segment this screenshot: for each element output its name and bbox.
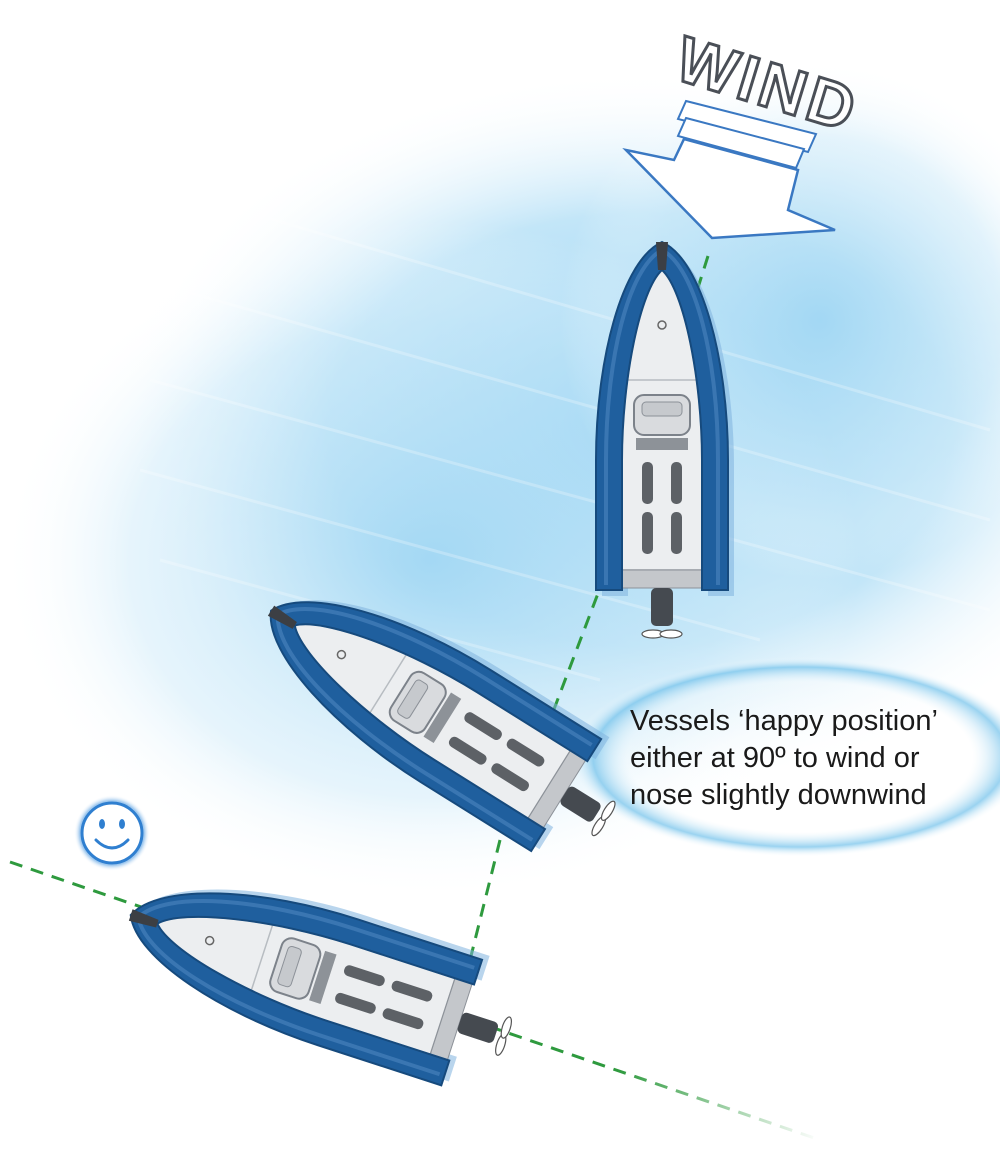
smiley-face-icon [74,795,150,871]
caption: Vessels ‘happy position’ either at 90º t… [630,703,990,814]
wind-arrow-icon [622,99,836,240]
caption-water-patch [570,657,1000,857]
caption-line-2: either at 90º to wind or [630,742,920,774]
wind-indicator: WIND [622,21,869,240]
caption-line-1: Vessels ‘happy position’ [630,705,938,737]
caption-line-3: nose slightly downwind [630,779,927,811]
